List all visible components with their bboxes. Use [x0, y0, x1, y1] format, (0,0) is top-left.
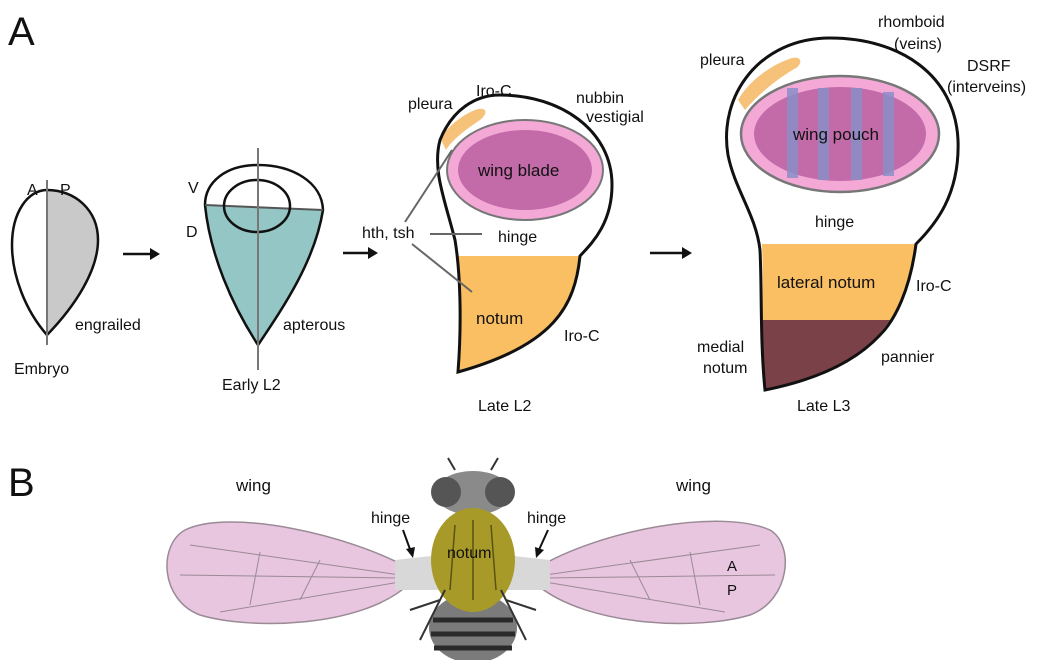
- hth-line-1: [405, 150, 452, 222]
- hinge-right-label: hinge: [527, 510, 566, 527]
- embryo-a-label: A: [27, 182, 38, 199]
- hth-tsh-label: hth, tsh: [362, 225, 414, 242]
- embryo-p-label: P: [60, 182, 71, 199]
- embryo-diagram: A P engrailed Embryo: [12, 180, 141, 378]
- late-l2-pleura-label: pleura: [408, 96, 453, 113]
- rhomboid-label: rhomboid: [878, 14, 945, 31]
- vestigial-label: vestigial: [586, 109, 644, 126]
- interveins-label: (interveins): [947, 79, 1026, 96]
- panel-b-letter: B: [8, 461, 35, 505]
- notum-b-label: notum: [447, 545, 491, 562]
- left-eye: [431, 477, 461, 507]
- apterous-label: apterous: [283, 317, 345, 334]
- pannier-label: pannier: [881, 349, 935, 366]
- late-l3-hinge-label: hinge: [815, 214, 854, 231]
- late-l2-iroc-bottom-label: Iro-C: [564, 328, 600, 345]
- panel-a-letter: A: [8, 10, 35, 54]
- p-b-label: P: [727, 582, 737, 599]
- hinge-left-label: hinge: [371, 510, 410, 527]
- medial-label: medial: [697, 339, 744, 356]
- late-l3-caption: Late L3: [797, 398, 850, 415]
- late-l2-notum-label: notum: [476, 309, 523, 328]
- right-eye: [485, 477, 515, 507]
- vein-stripe-4: [883, 92, 894, 176]
- wing-blade-label: wing blade: [477, 161, 559, 180]
- arrow-2: [343, 247, 378, 259]
- wing-pouch-label: wing pouch: [792, 125, 879, 144]
- wing-right-label: wing: [675, 476, 711, 495]
- dsrf-label: DSRF: [967, 58, 1011, 75]
- veins-label: (veins): [894, 36, 942, 53]
- d-label: D: [186, 224, 198, 241]
- medial-notum-label: notum: [703, 360, 747, 377]
- late-l2-diagram: wing blade pleura Iro-C nubbin vestigial…: [362, 83, 644, 415]
- late-l3-iroc-label: Iro-C: [916, 278, 952, 295]
- lateral-notum-label: lateral notum: [777, 273, 875, 292]
- pannier-region: [762, 320, 890, 390]
- late-l3-diagram: wing pouch pleura rhomboid (veins) DSRF …: [697, 14, 1026, 415]
- left-wing: [167, 522, 408, 623]
- late-l2-hinge-label: hinge: [498, 229, 537, 246]
- wing-left-label: wing: [235, 476, 271, 495]
- a-b-label: A: [727, 558, 737, 575]
- embryo-caption: Embryo: [14, 361, 69, 378]
- late-l3-pleura-label: pleura: [700, 52, 745, 69]
- nubbin-label: nubbin: [576, 90, 624, 107]
- v-label: V: [188, 180, 199, 197]
- arrow-1: [123, 248, 160, 260]
- early-l2-caption: Early L2: [222, 377, 281, 394]
- engrailed-label: engrailed: [75, 317, 141, 334]
- late-l2-iroc-top-label: Iro-C: [476, 83, 512, 100]
- arrow-3: [650, 247, 692, 259]
- late-l2-caption: Late L2: [478, 398, 531, 415]
- right-wing: [537, 521, 785, 623]
- early-l2-diagram: V D apterous Early L2: [186, 148, 345, 394]
